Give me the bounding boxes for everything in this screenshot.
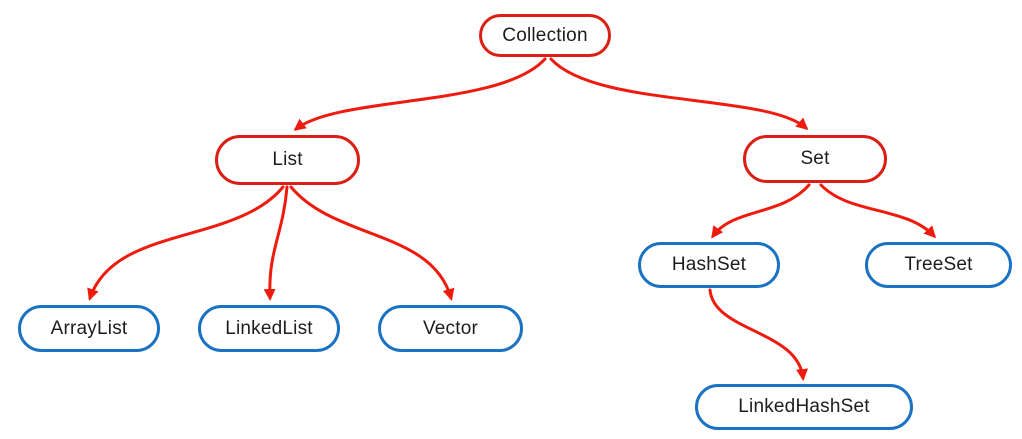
node-linkedhashset-label: LinkedHashSet [738,396,870,417]
node-collection-label: Collection [502,24,588,46]
node-treeset-label: TreeSet [904,254,973,275]
node-hashset-label: HashSet [671,254,747,275]
node-arraylist: ArrayList [18,305,160,352]
node-linkedlist-label: LinkedList [225,317,313,339]
node-set: Set [743,135,887,183]
edge-collection-to-list [293,57,547,131]
node-hashset: HashSet [638,242,780,288]
node-vector-label: Vector [422,317,479,339]
edge-set-to-hashset [711,183,811,239]
node-linkedhashset: LinkedHashSet [695,384,913,430]
edge-collection-to-set [549,57,809,130]
edge-hashset-to-linkedhashset [708,288,809,381]
node-treeset: TreeSet [865,242,1012,288]
edge-set-to-treeset [819,183,937,239]
node-vector: Vector [378,305,523,352]
node-collection: Collection [479,14,611,57]
node-list-label: List [272,149,303,170]
node-list: List [215,135,360,185]
node-linkedlist: LinkedList [198,305,340,352]
node-arraylist-label: ArrayList [50,317,128,339]
node-set-label: Set [800,148,830,169]
edge-list-to-vector [289,185,455,301]
edge-list-to-linkedlist [263,185,289,301]
edge-list-to-arraylist [87,185,285,301]
